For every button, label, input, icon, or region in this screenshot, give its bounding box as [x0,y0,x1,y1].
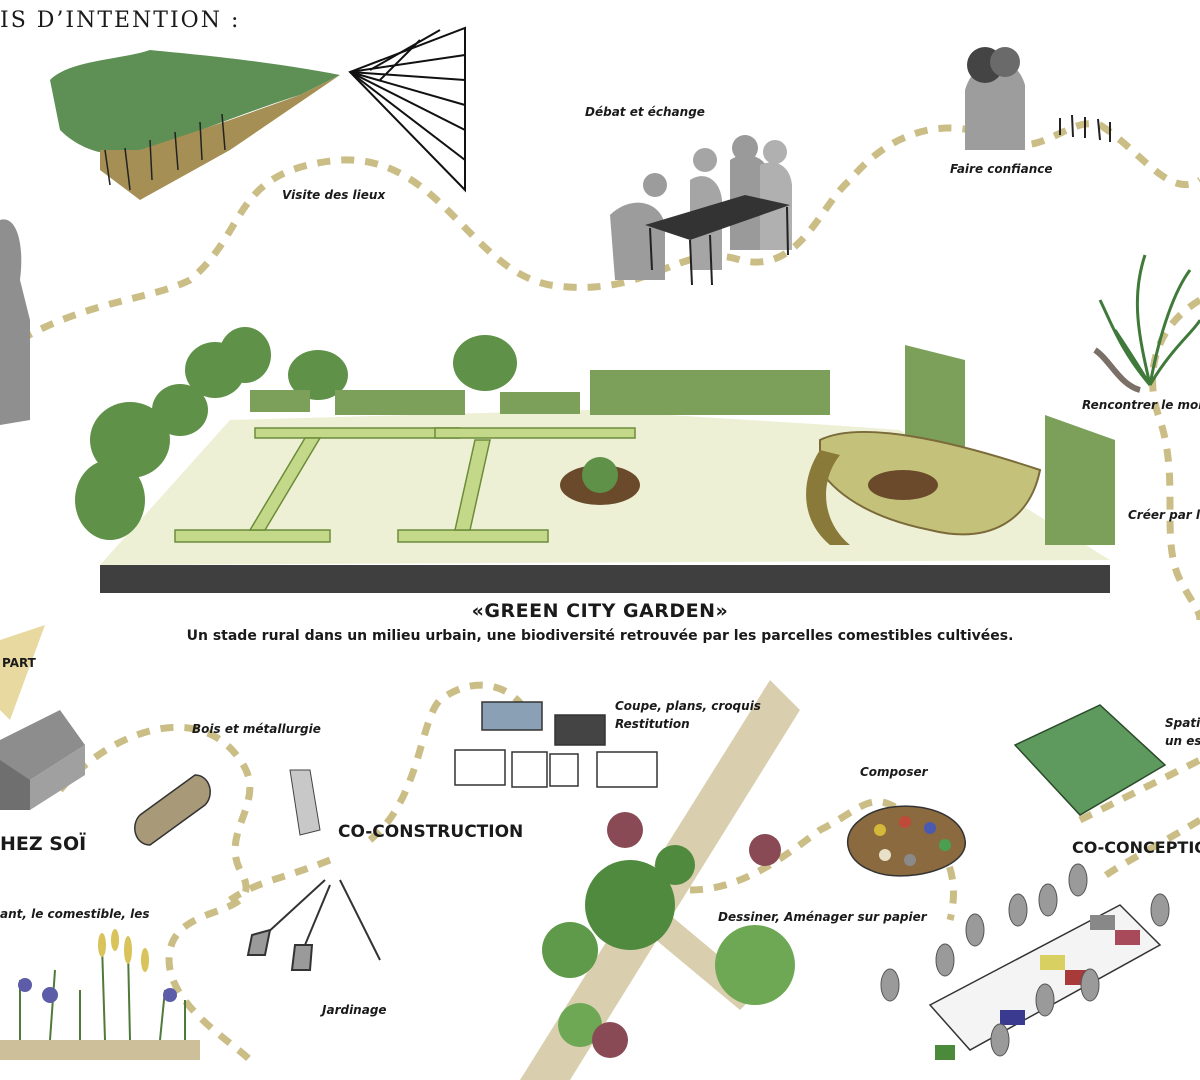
restitution-cards [454,701,658,788]
label-jardinage: Jardinage [322,1003,387,1017]
journey-path-bottom [57,681,1200,1063]
debat-group [610,135,792,286]
label-vegetal: ant, le comestible, les [0,907,150,921]
label-visite: Visite des lieux [282,188,386,202]
garden-title: «GREEN CITY GARDEN» [471,600,729,622]
label-debat: Débat et échange [585,105,705,119]
spatialiser-plan [1013,704,1167,816]
garden-subtitle: Un stade rural dans un milieu urbain, un… [186,628,1014,644]
label-spati-1: Spati [1165,716,1200,730]
label-co-construction: CO-CONSTRUCTION [338,822,524,842]
jardinage-tools [246,879,381,971]
palette-icon [846,805,966,877]
label-rencontrer: Rencontrer le mon [1082,398,1200,412]
label-creer: Créer par le [1128,508,1200,522]
confiance-group [965,47,1111,150]
chez-soi-sketch [0,625,85,810]
vegetable-bed [0,929,200,1060]
person-silhouette-left [0,219,30,425]
label-restitution: Restitution [615,717,690,731]
label-coupe: Coupe, plans, croquis [615,699,761,713]
label-spati-2: un es [1165,734,1200,748]
aerial-trees [520,680,800,1080]
section-heading: IS D’INTENTION : [0,8,241,33]
label-confiance: Faire confiance [950,162,1053,176]
label-composer: Composer [860,765,928,779]
label-chez-soi: HEZ SOÏ [0,833,87,855]
journey-path-top [18,120,1200,621]
visite-sketch [50,26,466,200]
co-conception-group [880,863,1170,1060]
label-dessiner: Dessiner, Aménager sur papier [718,910,927,924]
label-bois: Bois et métallurgie [192,722,321,736]
rencontrer-plant [1093,254,1200,393]
bois-sketch [134,769,321,846]
label-co-conception: CO-CONCEPTION [1072,838,1200,857]
garden-illustration [75,327,1115,593]
label-depart: PART [2,656,36,670]
